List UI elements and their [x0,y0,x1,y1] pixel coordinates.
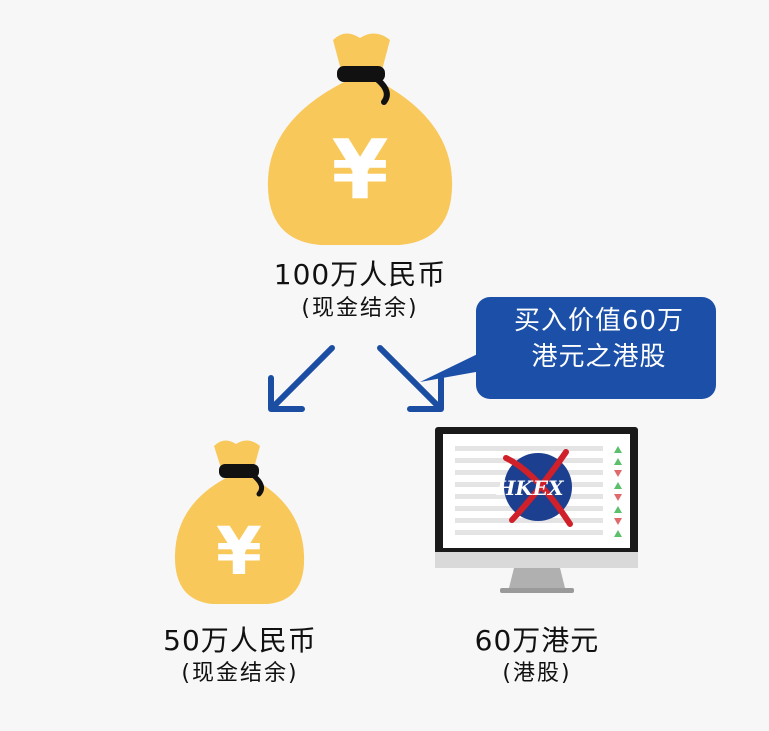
left-bag-tie [219,464,259,478]
stock-monitor-icon: HKEX [435,427,638,593]
left-bag-yen-symbol: ¥ [216,513,262,590]
top-bag-tie-string [375,77,390,105]
monitor-stand [508,568,566,592]
left-money-bag-icon: ¥ [174,440,305,604]
callout-line-1: 买入价值60万 [513,306,685,336]
right-amount-label: 60万港元 [474,624,600,657]
left-note-label: (现金结余) [181,661,299,686]
callout-bubble [420,297,716,399]
top-money-bag-icon: ¥ [267,33,453,245]
arrow-to-left-icon [268,345,335,412]
hkex-logo: HKEX [495,449,573,527]
top-bag-neck [333,33,390,70]
top-bag-yen-symbol: ¥ [331,123,388,218]
top-bag-tie [337,66,385,82]
left-amount-label: 50万人民币 [163,624,317,657]
arrow-to-right-icon [377,345,444,412]
left-bag-body [174,478,305,604]
top-amount-label: 100万人民币 [273,258,447,291]
top-note-label: (现金结余) [301,296,419,321]
callout-text: 买入价值60万 港元之港股 [486,303,712,375]
callout-line-2: 港元之港股 [531,342,667,372]
top-bag-body [267,82,453,245]
hkex-logo-text: HKEX [495,476,565,500]
monitor-chin [435,552,638,568]
left-bag-tie-string [251,473,265,497]
right-note-label: (港股) [502,661,572,686]
left-bag-neck [214,440,260,468]
quote-markers [614,446,622,537]
